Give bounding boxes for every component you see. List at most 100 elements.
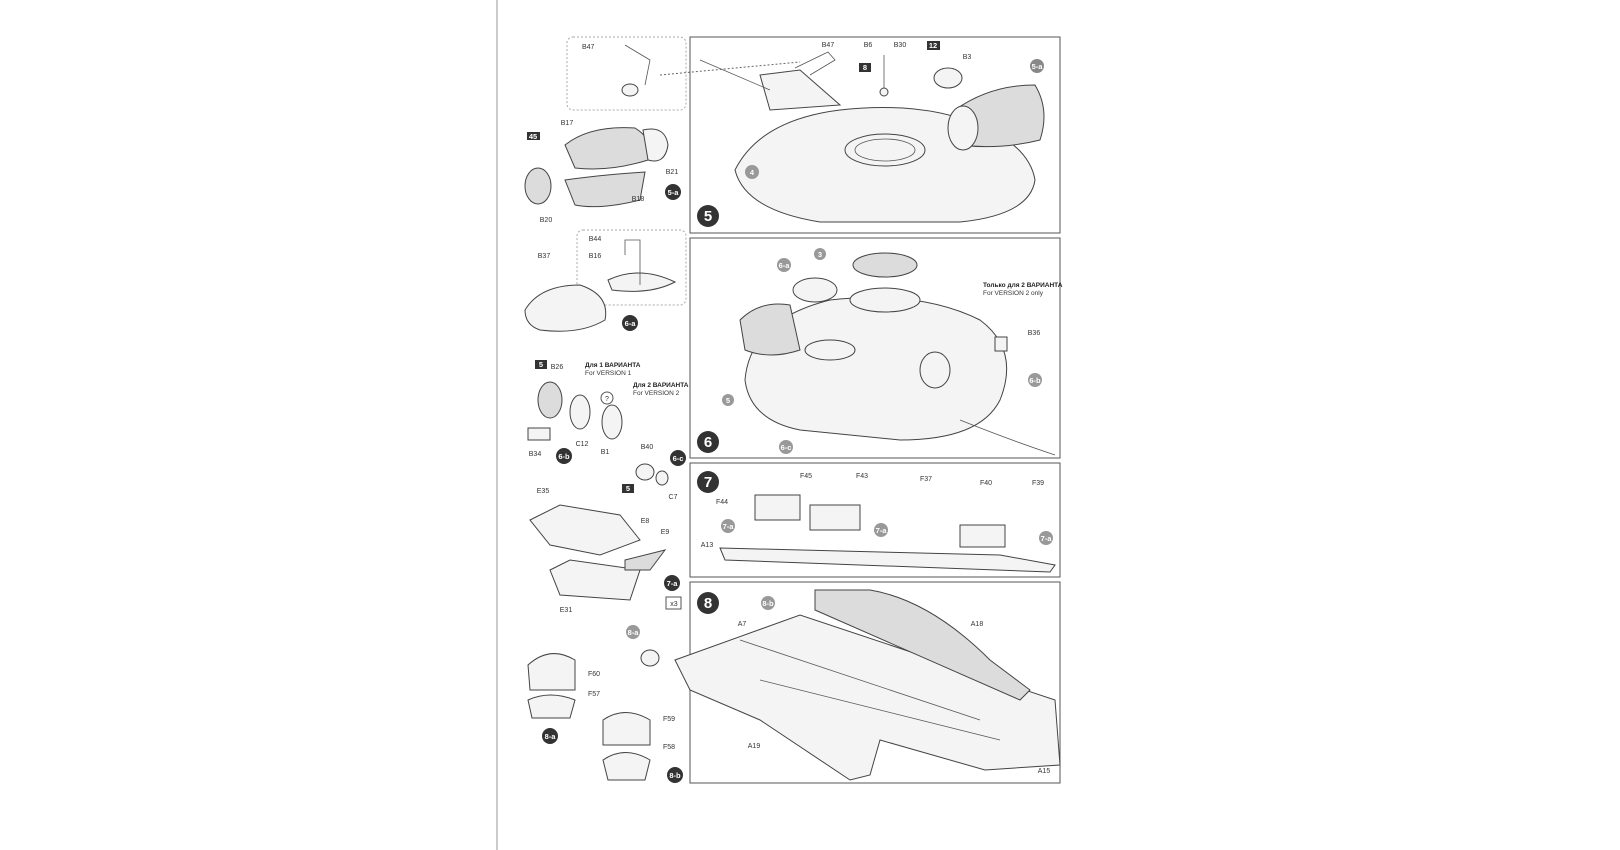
drawing-rect: [689, 36, 1061, 234]
drawing-rect: [859, 63, 871, 72]
label-f57: F57: [588, 691, 600, 698]
label-b12: 12: [929, 41, 937, 50]
drawing-path: [602, 752, 651, 781]
label-b47: B47: [822, 42, 835, 49]
label-b6a: 6-a: [779, 261, 791, 270]
drawing-rect: [689, 462, 1061, 578]
drawing-rect: [994, 336, 1008, 352]
drawing-ellipse: [640, 649, 660, 667]
label-b37: B37: [538, 253, 551, 260]
subassembly-7a: E35 E8 E9 E31 7-a x3: [529, 488, 682, 614]
label-s7: 7: [704, 474, 712, 491]
drawing-path: [624, 549, 667, 571]
label-b34: B34: [529, 451, 542, 458]
label-b6c: 6-c: [673, 454, 684, 463]
drawing-rect: [959, 524, 1006, 548]
label-b6b: 6-b: [558, 452, 570, 461]
drawing-ellipse: [655, 470, 669, 486]
label-x3: x3: [670, 601, 678, 608]
drawing-rect: [527, 427, 551, 441]
label-c12: C12: [576, 441, 589, 448]
drawing-rect: [622, 484, 634, 493]
drawing-rect: [576, 229, 687, 306]
label-b18: B18: [632, 196, 645, 203]
drawing-line: [699, 59, 771, 91]
label-b5: 5: [726, 396, 730, 405]
drawing-path: [719, 547, 1056, 573]
drawing-circle: [777, 258, 791, 272]
drawing-path: [527, 653, 576, 691]
drawing-circle: [1030, 59, 1044, 73]
drawing-circle: [745, 165, 759, 179]
label-b16: B16: [589, 253, 602, 260]
label-v2only_ru: Только для 2 ВАРИАНТА: [983, 282, 1063, 289]
label-b5a: 5-a: [668, 188, 680, 197]
label-v2only_en: For VERSION 2 only: [983, 290, 1044, 297]
label-v1_ru: Для 1 ВАРИАНТА: [585, 362, 641, 369]
drawing-circle: [722, 394, 734, 406]
label-b7a: 7-a: [667, 579, 679, 588]
drawing-ellipse: [792, 277, 838, 303]
drawing-circle: [1028, 373, 1042, 387]
step-6-panel: 6 3 6-a Только для 2 ВАРИАНТА For VERSIO…: [689, 237, 1063, 459]
label-f39: F39: [1032, 480, 1044, 487]
label-q: ?: [605, 396, 609, 403]
drawing-ellipse: [849, 287, 921, 313]
step-8-panel: 8 8-b A7 A18 A19 A15: [674, 581, 1061, 784]
drawing-rect: [566, 36, 687, 111]
label-b7a: 7-a: [1041, 534, 1053, 543]
label-f59: F59: [663, 716, 675, 723]
label-b5a: 5-a: [1032, 62, 1044, 71]
label-star5: 5: [626, 484, 630, 493]
label-b8: 8: [863, 63, 867, 72]
subassembly-6b-6c: 5 B26 Для 1 ВАРИАНТА For VERSION 1 Для 2…: [527, 360, 689, 501]
drawing-path: [624, 239, 641, 285]
label-b6: B6: [864, 42, 873, 49]
drawing-ellipse: [852, 252, 918, 278]
drawing-circle: [600, 391, 614, 405]
drawing-circle: [697, 431, 719, 453]
label-f37: F37: [920, 476, 932, 483]
drawing-line: [659, 61, 801, 76]
drawing-circle: [665, 184, 681, 200]
label-a15: A15: [1038, 768, 1051, 775]
drawing-ellipse: [804, 339, 856, 361]
step-number-5: [697, 205, 719, 227]
label-f58: F58: [663, 744, 675, 751]
label-a7: A7: [738, 621, 747, 628]
drawing-ellipse: [919, 351, 951, 389]
drawing-path: [624, 44, 651, 86]
label-f43: F43: [856, 473, 868, 480]
label-b1: B1: [601, 449, 610, 456]
drawing-circle: [667, 767, 683, 783]
drawing-circle: [874, 523, 888, 537]
label-b8a: 8-a: [545, 732, 557, 741]
label-b47: B47: [582, 44, 595, 51]
label-b7a: 7-a: [876, 526, 888, 535]
drawing-path: [607, 272, 677, 292]
drawing-ellipse: [569, 394, 591, 430]
step-5-panel: 5 B47 B6 B30 B3 5-a 4 12 8: [659, 36, 1061, 234]
label-f45: F45: [800, 473, 812, 480]
label-f40: F40: [980, 480, 992, 487]
label-a18: A18: [971, 621, 984, 628]
label-b44: B44: [589, 236, 602, 243]
subassembly-6a: B44 B16 B37 6-a: [524, 229, 687, 332]
drawing-path: [527, 694, 576, 719]
label-b20: B20: [540, 217, 553, 224]
drawing-circle: [626, 625, 640, 639]
drawing-circle: [761, 596, 775, 610]
label-b36: B36: [1028, 330, 1041, 337]
label-b6a: 6-a: [625, 319, 637, 328]
drawing-path: [794, 51, 836, 76]
label-v2_ru: Для 2 ВАРИАНТА: [633, 382, 689, 389]
label-c7: C7: [669, 494, 678, 501]
label-e35: E35: [537, 488, 550, 495]
drawing-ellipse: [854, 138, 916, 162]
drawing-path: [642, 128, 669, 162]
label-a19: A19: [748, 743, 761, 750]
subassembly-8a-8b: 8-a F60 F57 8-a F59 F58 8-b: [527, 625, 683, 783]
drawing-path: [529, 504, 641, 556]
label-b45: 45: [529, 132, 537, 141]
drawing-rect: [689, 237, 1061, 459]
